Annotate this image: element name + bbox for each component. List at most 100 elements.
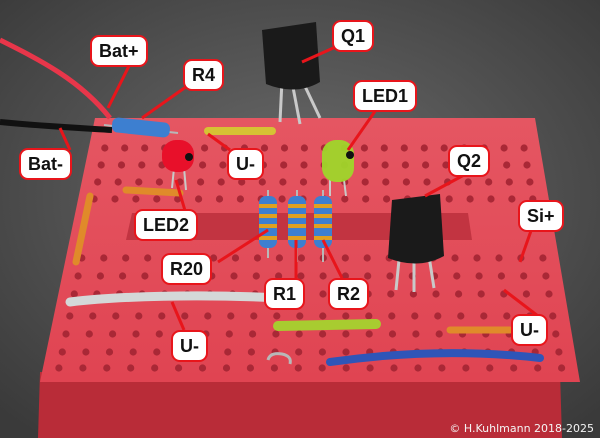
breadboard-hole bbox=[135, 178, 143, 186]
breadboard-hole bbox=[250, 312, 258, 320]
breadboard-hole bbox=[486, 364, 494, 372]
breadboard-hole bbox=[299, 178, 308, 186]
breadboard-hole bbox=[275, 272, 283, 280]
breadboard-hole bbox=[549, 312, 557, 320]
green-wire bbox=[273, 319, 381, 331]
label-r1: R1 bbox=[264, 278, 306, 310]
breadboard-hole bbox=[219, 161, 227, 169]
resistor-band bbox=[259, 236, 277, 240]
breadboard-hole bbox=[280, 161, 288, 169]
breadboard-hole bbox=[503, 161, 511, 169]
resistor-band bbox=[288, 224, 306, 228]
breadboard-hole bbox=[122, 254, 130, 262]
breadboard-hole bbox=[342, 330, 350, 338]
breadboard-hole bbox=[411, 312, 419, 320]
label-q2: Q2 bbox=[448, 145, 491, 177]
breadboard-hole bbox=[294, 364, 302, 372]
breadboard-hole bbox=[55, 364, 63, 372]
breadboard-hole bbox=[505, 178, 513, 186]
breadboard-hole bbox=[387, 290, 395, 298]
breadboard-hole bbox=[112, 312, 120, 320]
breadboard-hole bbox=[380, 144, 388, 152]
breadboard-hole bbox=[297, 272, 305, 280]
led2 bbox=[162, 140, 194, 191]
breadboard-hole bbox=[500, 144, 508, 152]
blue-wire bbox=[326, 349, 544, 366]
breadboard-hole bbox=[62, 330, 70, 338]
breadboard-hole bbox=[361, 161, 369, 169]
breadboard-hole bbox=[238, 178, 246, 186]
breadboard-hole bbox=[300, 161, 308, 169]
breadboard-hole bbox=[361, 178, 369, 186]
breadboard-hole bbox=[558, 364, 566, 372]
breadboard-hole bbox=[270, 364, 278, 372]
orange-wire bbox=[122, 186, 184, 197]
breadboard-hole bbox=[360, 144, 368, 152]
breadboard-hole bbox=[319, 312, 327, 320]
breadboard-hole bbox=[457, 312, 465, 320]
breadboard-hole bbox=[487, 195, 495, 203]
resistor-band bbox=[259, 224, 277, 228]
breadboard-hole bbox=[552, 330, 560, 338]
breadboard-hole bbox=[119, 272, 127, 280]
breadboard-hole bbox=[201, 144, 209, 152]
breadboard-hole bbox=[127, 364, 135, 372]
breadboard-hole bbox=[175, 364, 183, 372]
breadboard-hole bbox=[278, 195, 286, 203]
breadboard-hole bbox=[342, 364, 350, 372]
breadboard-hole bbox=[97, 161, 105, 169]
copyright-text: © H.Kuhlmann 2018-2025 bbox=[449, 422, 594, 435]
breadboard-hole bbox=[388, 330, 397, 338]
breadboard-hole bbox=[388, 312, 396, 320]
breadboard-hole bbox=[409, 290, 417, 298]
breadboard-hole bbox=[105, 348, 114, 356]
breadboard-hole bbox=[365, 312, 373, 320]
breadboard-hole bbox=[455, 290, 463, 298]
breadboard-hole bbox=[151, 364, 159, 372]
breadboard-hole bbox=[103, 364, 111, 372]
breadboard-hole bbox=[497, 272, 505, 280]
breadboard-hole bbox=[495, 254, 503, 262]
breadboard-hole bbox=[94, 178, 102, 186]
resistor-band bbox=[314, 214, 332, 218]
resistor-band bbox=[288, 236, 306, 240]
breadboard-hole bbox=[319, 290, 327, 298]
label-u-minus-right: U- bbox=[511, 314, 548, 346]
breadboard-hole bbox=[70, 290, 78, 298]
breadboard-hole bbox=[442, 161, 450, 169]
orange-wire-left bbox=[72, 192, 94, 266]
black-battery-wire bbox=[0, 119, 113, 133]
breadboard-hole bbox=[432, 290, 440, 298]
breadboard-hole bbox=[280, 144, 289, 152]
label-bat-plus: Bat+ bbox=[90, 35, 148, 67]
breadboard-hole bbox=[275, 254, 283, 262]
resistor-band bbox=[314, 224, 332, 228]
breadboard-hole bbox=[295, 330, 303, 338]
breadboard-hole bbox=[117, 161, 126, 169]
breadboard-hole bbox=[100, 254, 108, 262]
label-led1: LED1 bbox=[353, 80, 418, 112]
label-r2: R2 bbox=[328, 278, 370, 310]
breadboard-hole bbox=[382, 178, 390, 186]
resistor-bands bbox=[259, 204, 332, 240]
breadboard-hole bbox=[475, 272, 483, 280]
breadboard-hole bbox=[272, 330, 280, 338]
transistor-q1 bbox=[262, 22, 322, 125]
breadboard-hole bbox=[231, 254, 240, 262]
breadboard-hole bbox=[477, 290, 485, 298]
breadboard-hole bbox=[508, 195, 516, 203]
breadboard-hole bbox=[319, 272, 327, 280]
wire-bridge bbox=[266, 352, 292, 365]
breadboard-hole bbox=[204, 312, 212, 320]
breadboard-hole bbox=[412, 330, 420, 338]
transistor-q2 bbox=[388, 194, 444, 292]
breadboard-hole bbox=[135, 312, 143, 320]
breadboard-hole bbox=[246, 364, 254, 372]
breadboard-hole bbox=[138, 161, 146, 169]
breadboard-hole bbox=[526, 178, 534, 186]
breadboard-hole bbox=[236, 195, 244, 203]
breadboard-hole bbox=[422, 161, 430, 169]
breadboard-hole bbox=[341, 195, 349, 203]
